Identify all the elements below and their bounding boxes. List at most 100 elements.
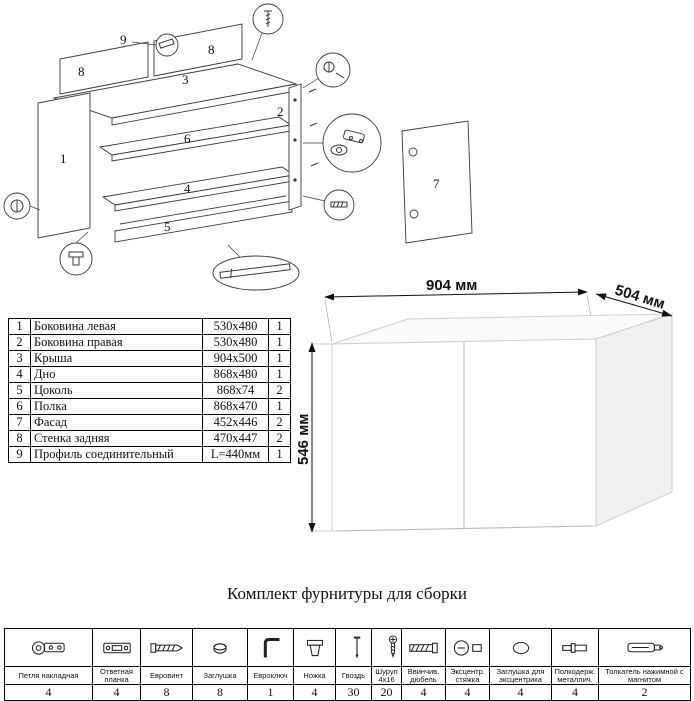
hardware-cell-screw	[371, 628, 402, 667]
door-panel	[401, 120, 473, 244]
part-qty: 2	[268, 382, 291, 399]
hardware-name: Гвоздь	[335, 666, 372, 685]
callout-hinge-detail	[322, 113, 382, 173]
part-qty: 2	[268, 414, 291, 431]
hinge-icon	[31, 640, 65, 655]
hardware-name: Ответная планка	[92, 666, 141, 685]
hardware-qty: 4	[293, 684, 336, 701]
hardware-qty: 4	[489, 684, 552, 701]
hardware-qty: 4	[4, 684, 93, 701]
hardware-name: Ножка	[293, 666, 336, 685]
hex-key-icon	[263, 637, 279, 657]
hardware-cell-hinge	[4, 628, 93, 667]
hardware-name: Шуруп 4x16	[371, 666, 402, 685]
part-number: 3	[8, 350, 31, 367]
nail-icon	[353, 636, 361, 658]
hardware-cell-push-latch	[598, 628, 691, 667]
part-qty: 1	[268, 334, 291, 351]
dimension-height: 546 мм	[298, 414, 312, 465]
cam-lock-icon	[453, 639, 482, 656]
table-row: 8 Стенка задняя 470x447 2	[8, 430, 291, 447]
part-size: 452x446	[202, 414, 269, 431]
hardware-cell-cam-lock	[445, 628, 490, 667]
part-name: Профиль соединительный	[30, 446, 203, 463]
part-size: L=440мм	[202, 446, 269, 463]
strike-plate-icon	[102, 642, 131, 653]
part-number: 8	[8, 430, 31, 447]
leg-icon	[306, 639, 324, 656]
table-row: 9 Профиль соединительный L=440мм 1	[8, 446, 291, 463]
hardware-cell-leg	[293, 628, 336, 667]
dimension-width: 904 мм	[426, 280, 477, 294]
hardware-cell-screw-dowel	[401, 628, 446, 667]
hardware-name: Заглушка для эксцентрика	[489, 666, 552, 685]
part-qty: 1	[268, 318, 291, 335]
hardware-name: Толкатель нажимной с магнитом	[598, 666, 691, 685]
part-size: 470x447	[202, 430, 269, 447]
part-label-7: 7	[433, 176, 440, 191]
exploded-diagram: 9 8 8 3 1 2 6 4 5 7	[3, 3, 473, 291]
hardware-name: Евровинт	[140, 666, 193, 685]
part-size: 868x470	[202, 398, 269, 415]
plinth-panel	[114, 200, 293, 243]
dimension-depth: 504 мм	[613, 282, 667, 313]
part-label-9: 9	[120, 32, 127, 47]
callout-dowel-detail	[323, 189, 355, 221]
cam-cap-icon	[512, 641, 529, 654]
cabinet-side-face	[595, 313, 673, 527]
part-number: 6	[8, 398, 31, 415]
table-row: 7 Фасад 452x446 2	[8, 414, 291, 431]
hardware-name: Эксцентр. стяжка	[445, 666, 490, 685]
cabinet-render: 904 мм 504 мм 546 мм	[298, 280, 673, 533]
part-label-8a: 8	[78, 64, 85, 79]
part-label-5: 5	[164, 219, 171, 234]
hardware-qty: 4	[445, 684, 490, 701]
callout-leg-detail	[59, 242, 93, 276]
part-qty: 1	[268, 446, 291, 463]
parts-table: 1 Боковина левая 530x480 1 2 Боковина пр…	[8, 318, 291, 463]
parts-table-body: 1 Боковина левая 530x480 1 2 Боковина пр…	[8, 318, 291, 463]
hardware-name: Заглушка	[192, 666, 248, 685]
hardware-cell-strike-plate	[92, 628, 141, 667]
table-row: 3 Крыша 904x500 1	[8, 350, 291, 367]
part-name: Полка	[30, 398, 203, 415]
back-panel-right	[153, 23, 243, 77]
width-dimension-arrow	[325, 291, 587, 298]
part-label-4: 4	[184, 181, 191, 196]
hardware-name: Евроключ	[247, 666, 294, 685]
part-number: 5	[8, 382, 31, 399]
part-number: 9	[8, 446, 31, 463]
hardware-qty: 4	[401, 684, 446, 701]
part-name: Стенка задняя	[30, 430, 203, 447]
table-row: 1 Боковина левая 530x480 1	[8, 318, 291, 335]
part-size: 868x74	[202, 382, 269, 399]
part-qty: 1	[268, 398, 291, 415]
part-label-2: 2	[277, 104, 284, 119]
depth-dimension-arrow	[595, 293, 673, 317]
hardware-cell-cam-cap	[489, 628, 552, 667]
callout-profile-long-detail	[212, 255, 300, 291]
part-name: Крыша	[30, 350, 203, 367]
part-size: 530x480	[202, 334, 269, 351]
hardware-qty: 1	[247, 684, 294, 701]
hardware-cell-euro-screw	[140, 628, 193, 667]
table-row: 5 Цоколь 868x74 2	[8, 382, 291, 399]
hardware-table: Петля накладная Ответная планка Евровинт…	[4, 628, 691, 701]
part-qty: 1	[268, 350, 291, 367]
part-name: Дно	[30, 366, 203, 383]
hardware-cell-nail	[335, 628, 372, 667]
euro-screw-icon	[149, 642, 183, 653]
hardware-cell-shelf-support	[551, 628, 599, 667]
hardware-cell-hex-key	[247, 628, 294, 667]
left-side-panel	[37, 92, 91, 239]
part-name: Боковина правая	[30, 334, 203, 351]
table-row: 6 Полка 868x470 1	[8, 398, 291, 415]
hardware-icons-row	[4, 628, 691, 667]
hardware-names-row: Петля накладная Ответная планка Евровинт…	[4, 666, 691, 685]
part-number: 7	[8, 414, 31, 431]
part-number: 1	[8, 318, 31, 335]
hardware-title: Комплект фурнитуры для сборки	[227, 584, 467, 603]
part-number: 2	[8, 334, 31, 351]
part-label-1: 1	[60, 151, 67, 166]
part-size: 868x480	[202, 366, 269, 383]
